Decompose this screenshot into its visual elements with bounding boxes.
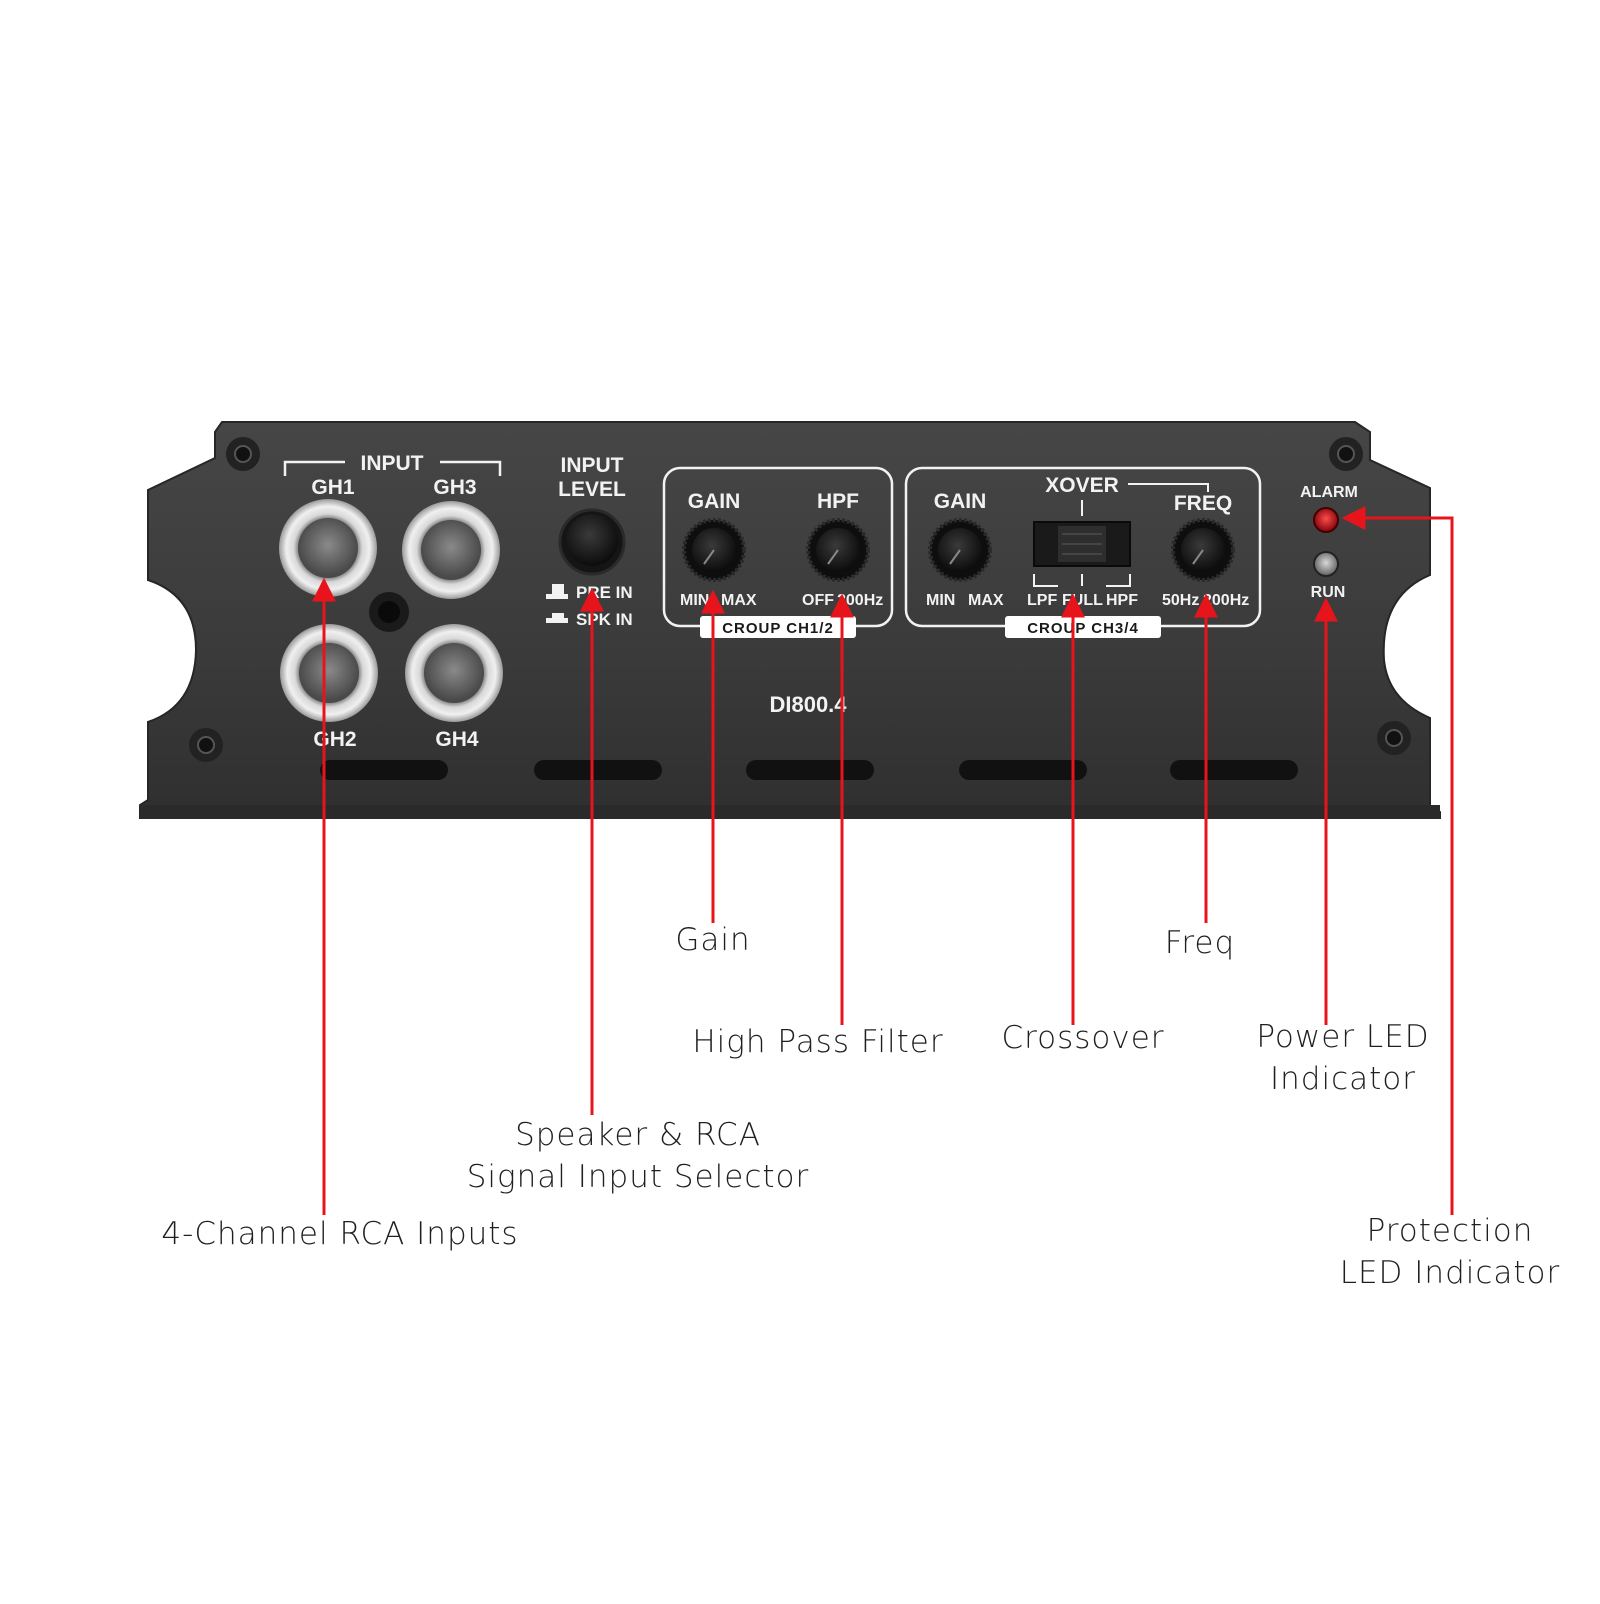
pre-in-label: PRE IN bbox=[576, 583, 633, 602]
run-label: RUN bbox=[1311, 584, 1346, 601]
screw-icon bbox=[1377, 721, 1411, 755]
callout-gain-text: Gain bbox=[675, 922, 751, 958]
input-level-label-1: INPUT bbox=[561, 454, 624, 477]
group-ch12-label: CROUP CH1/2 bbox=[722, 620, 834, 637]
callout-gain: Gain bbox=[613, 919, 813, 961]
callout-crossover-text: Crossover bbox=[1001, 1020, 1165, 1056]
g1-hpf-off: OFF bbox=[802, 592, 834, 609]
group-ch34-label: CROUP CH3/4 bbox=[1027, 620, 1139, 637]
ch4-label: GH4 bbox=[435, 728, 479, 751]
g2-freq-knob[interactable] bbox=[1171, 518, 1235, 582]
input-header: INPUT bbox=[361, 452, 424, 475]
vent-slot bbox=[534, 760, 662, 780]
callout-selector-line1: Speaker & RCA bbox=[515, 1117, 761, 1153]
vent-slot bbox=[746, 760, 874, 780]
spk-in-label: SPK IN bbox=[576, 610, 633, 629]
callout-rca-inputs: 4-Channel RCA Inputs bbox=[140, 1213, 540, 1255]
rca-jack-ch4[interactable] bbox=[405, 624, 503, 722]
callout-selector: Speaker & RCA Signal Input Selector bbox=[438, 1114, 838, 1198]
g1-gain-knob[interactable] bbox=[682, 518, 746, 582]
g2-full: FULL bbox=[1062, 592, 1103, 609]
g2-lpf: LPF bbox=[1027, 592, 1057, 609]
callout-crossover: Crossover bbox=[973, 1017, 1193, 1059]
spk-in-switch-icon bbox=[546, 613, 568, 623]
arrow-protection-led bbox=[1341, 506, 1454, 1215]
screw-icon bbox=[1329, 437, 1363, 471]
g2-gain-knob[interactable] bbox=[928, 518, 992, 582]
ch2-label: GH2 bbox=[313, 728, 356, 751]
screw-icon bbox=[189, 728, 223, 762]
callout-power-led-line2: Indicator bbox=[1270, 1061, 1416, 1097]
group-ch12-tag bbox=[700, 616, 856, 638]
callout-freq-text: Freq bbox=[1164, 925, 1236, 961]
g2-freq-label: FREQ bbox=[1174, 492, 1232, 515]
g2-xover-label: XOVER bbox=[1045, 474, 1119, 497]
callout-power-led: Power LED Indicator bbox=[1218, 1016, 1468, 1100]
g1-hpf-knob[interactable] bbox=[806, 518, 870, 582]
g2-gain-label: GAIN bbox=[934, 490, 987, 513]
ch3-label: GH3 bbox=[433, 476, 476, 499]
input-level-button[interactable] bbox=[558, 508, 626, 576]
xover-position-marks bbox=[1033, 574, 1131, 587]
g2-gain-min: MIN bbox=[926, 592, 955, 609]
g2-freq-min: 50Hz bbox=[1162, 592, 1199, 609]
chassis-base bbox=[140, 805, 1440, 819]
run-led bbox=[1313, 551, 1339, 577]
g1-gain-max: MAX bbox=[721, 592, 757, 609]
group-ch34-tag bbox=[1005, 616, 1161, 638]
callout-protection-led: Protection LED Indicator bbox=[1310, 1210, 1590, 1294]
xover-slide-switch[interactable] bbox=[1033, 521, 1131, 567]
input-level-label-2: LEVEL bbox=[558, 478, 626, 501]
callout-hpf: High Pass Filter bbox=[673, 1021, 963, 1063]
rca-jack-ch2[interactable] bbox=[280, 624, 378, 722]
screw-icon bbox=[226, 437, 260, 471]
pre-in-switch-icon bbox=[546, 584, 568, 599]
g2-freq-max: 200Hz bbox=[1203, 592, 1249, 609]
callout-rca-inputs-text: 4-Channel RCA Inputs bbox=[161, 1216, 519, 1252]
g1-gain-min: MIN bbox=[680, 592, 709, 609]
vent-slot bbox=[1170, 760, 1298, 780]
alarm-label: ALARM bbox=[1300, 484, 1358, 501]
xover-freq-bracket bbox=[1128, 483, 1209, 492]
center-post bbox=[369, 592, 409, 632]
callout-hpf-text: High Pass Filter bbox=[692, 1024, 944, 1060]
g2-hpf: HPF bbox=[1106, 592, 1138, 609]
g1-hpf-label: HPF bbox=[817, 490, 859, 513]
model-label: DI800.4 bbox=[769, 692, 847, 717]
callout-selector-line2: Signal Input Selector bbox=[466, 1159, 810, 1195]
callout-protection-led-line2: LED Indicator bbox=[1339, 1255, 1561, 1291]
g1-hpf-max: 200Hz bbox=[837, 592, 883, 609]
vent-slot bbox=[959, 760, 1087, 780]
g1-gain-label: GAIN bbox=[688, 490, 741, 513]
g2-gain-max: MAX bbox=[968, 592, 1004, 609]
callout-freq: Freq bbox=[1100, 922, 1300, 964]
callout-protection-led-line1: Protection bbox=[1366, 1213, 1534, 1249]
rca-jack-ch1[interactable] bbox=[279, 499, 377, 597]
vent-slot bbox=[320, 760, 448, 780]
callout-power-led-line1: Power LED bbox=[1256, 1019, 1430, 1055]
input-bracket bbox=[283, 460, 502, 476]
alarm-led bbox=[1313, 507, 1339, 533]
ch1-label: GH1 bbox=[311, 476, 355, 499]
rca-jack-ch3[interactable] bbox=[402, 501, 500, 599]
